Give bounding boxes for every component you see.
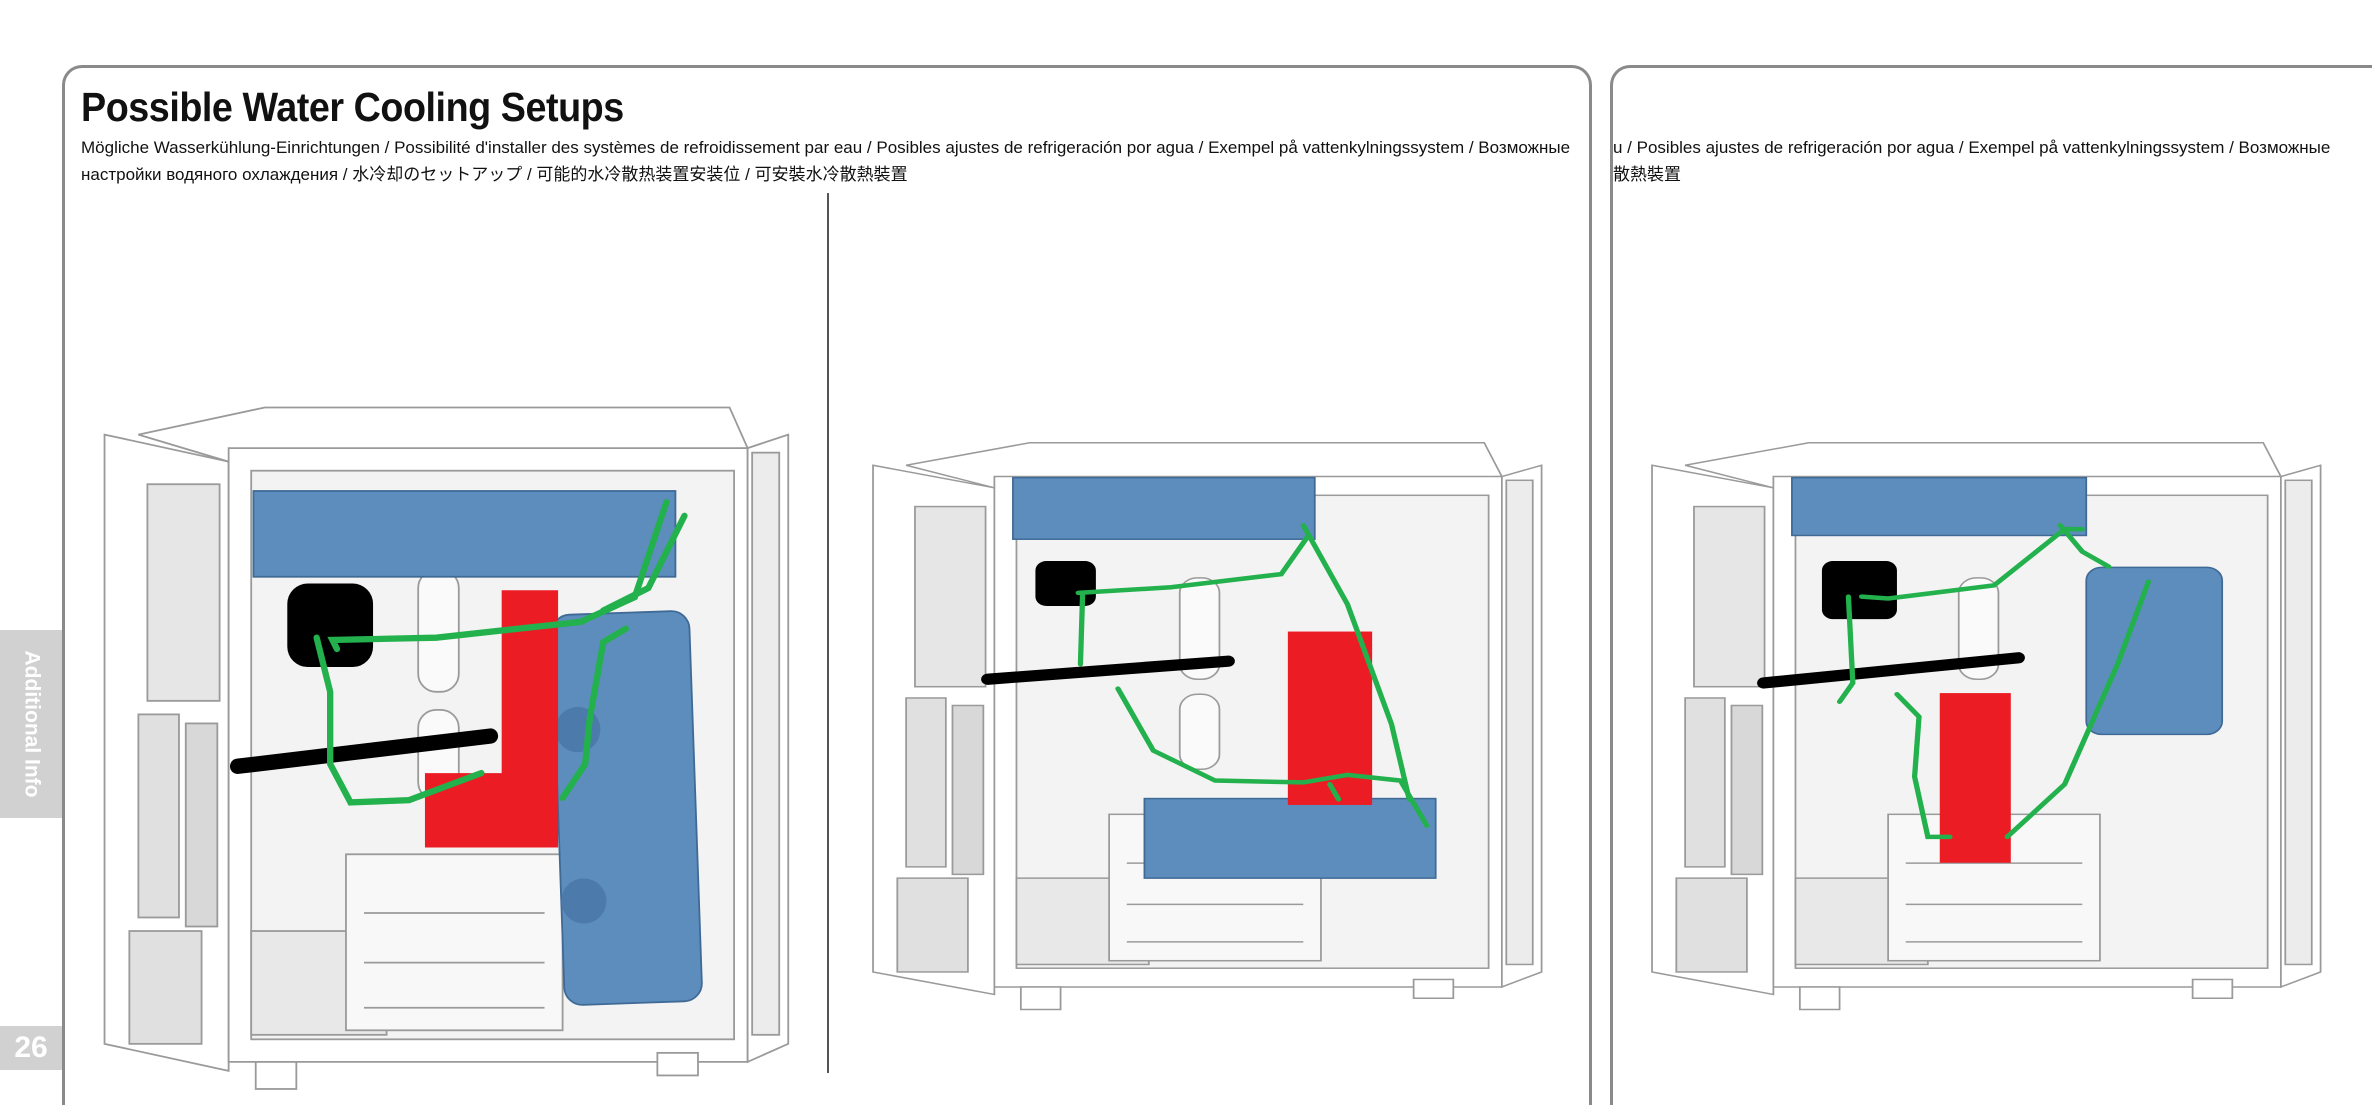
front-radiator [2085, 566, 2224, 736]
tubing [1836, 523, 2152, 840]
gpu-marker [229, 728, 499, 774]
figure-setup-2 [872, 441, 1543, 1011]
front-radiator [550, 610, 703, 1006]
next-page-panel: u / Posibles ajustes de refrigeración po… [1610, 65, 2372, 1105]
bottom-radiator [1143, 797, 1437, 879]
sidebar-section-label: Additional Info [20, 650, 44, 798]
figure-setup-1 [103, 406, 790, 1090]
page-number: 26 [0, 1026, 62, 1070]
sidebar-section-tab: Additional Info [0, 630, 62, 818]
figure-setup-3 [1651, 441, 2322, 1011]
top-radiator [1791, 476, 2088, 537]
cpu-block [287, 583, 374, 668]
top-radiator [252, 490, 677, 578]
top-radiator [1012, 476, 1316, 540]
reservoir [1939, 693, 2011, 863]
next-subtitle-line-1: u / Posibles ajustes de refrigeración po… [1613, 138, 2331, 157]
cpu-block [1821, 560, 1897, 620]
subtitle-line-2: настройки водяного охлаждения / 水冷却のセットア… [81, 165, 908, 184]
column-divider [827, 193, 829, 1073]
page-title: Possible Water Cooling Setups [81, 84, 624, 130]
next-subtitle-line-2: 散熱裝置 [1613, 165, 1681, 184]
cpu-block [1035, 560, 1096, 607]
subtitle-line-1: Mögliche Wasserkühlung-Einrichtungen / P… [81, 138, 1571, 157]
tubing [1075, 523, 1430, 828]
tubing [313, 499, 688, 806]
main-page-panel: Possible Water Cooling Setups Mögliche W… [62, 65, 1592, 1105]
gpu-marker [981, 655, 1235, 685]
gpu-marker [1757, 652, 2025, 689]
